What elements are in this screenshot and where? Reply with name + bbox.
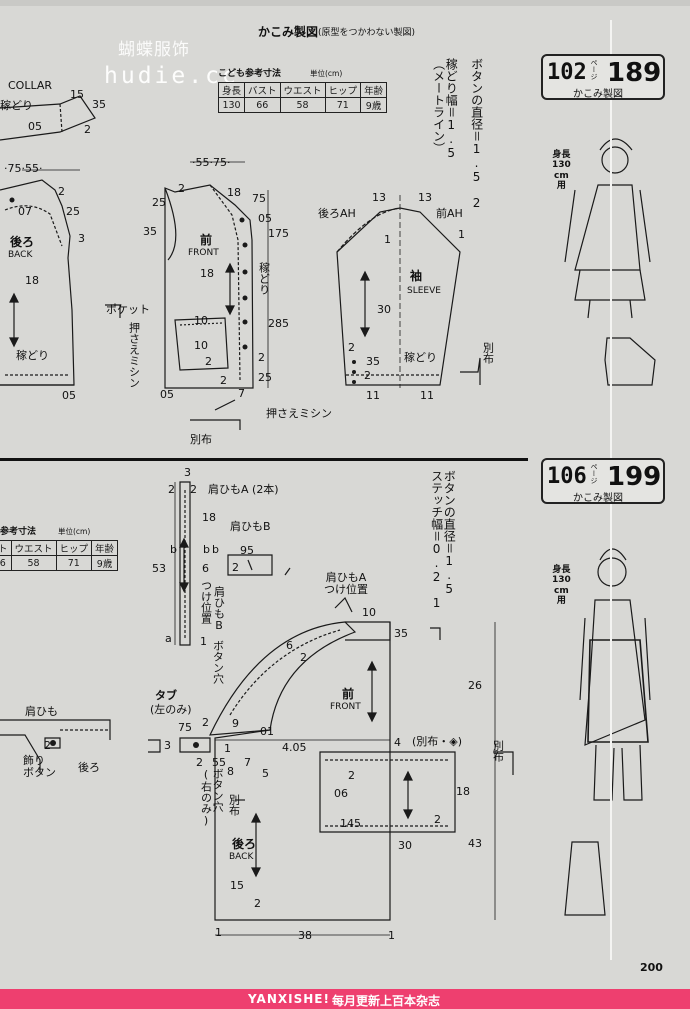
label-front-en: FRONT: [188, 248, 219, 258]
label-sleeve-en: SLEEVE: [407, 286, 441, 296]
header-title: かこみ製図: [258, 25, 319, 39]
section1-hem-note: 稼どり幅＝1.5 （メートライン）: [431, 58, 459, 160]
label-front-armhole: 前AH: [436, 207, 463, 220]
badge-caption: かこみ製図: [573, 89, 623, 100]
size-table-top-title: こども参考寸法: [218, 69, 282, 79]
size-value-hip: 71: [55, 555, 93, 571]
label-back-small: 後ろ: [78, 761, 100, 774]
label-topstitch: 押さえミシン: [127, 322, 141, 388]
label-strap-b-name: 肩ひもB: [212, 586, 226, 632]
size-header-hip: ヒップ: [55, 540, 93, 556]
watermark-chinese: 蝴蝶服饰: [118, 40, 190, 60]
footer-banner: YANXISHE! 每月更新上百本杂志: [0, 989, 690, 1009]
label-sleeve-hem: 稼どり: [404, 351, 437, 364]
footer-brand: YANXISHE!: [248, 992, 330, 1006]
label-front-en: FRONT: [330, 702, 361, 712]
section1-button-note: ボタンの直径＝1.5 2: [469, 58, 484, 210]
label-back-en: BACK: [229, 852, 254, 862]
label-button-hole: ボタン穴: [211, 640, 225, 684]
size-value-hip: 71: [324, 97, 362, 113]
label-sleeve-jp: 袖: [410, 269, 423, 283]
size-header-bust: ト: [0, 540, 12, 556]
label-back-hem: 稼どり: [16, 349, 49, 362]
badge-page-suffix: ページ: [590, 463, 598, 484]
size-header-waist: ウエスト: [279, 82, 326, 98]
badge-pattern-number: 199: [607, 462, 662, 492]
size-header-hip: ヒップ: [324, 82, 362, 98]
badge-page-suffix: ページ: [590, 59, 598, 80]
size-header-height: 身長: [217, 82, 246, 98]
size-header-age: 年齢: [91, 540, 119, 556]
size-table-bottom-unit: 単位(cm): [58, 527, 91, 536]
size-header-age: 年齢: [360, 82, 388, 98]
section1-model-height: 身長 130 cm 用: [552, 150, 571, 192]
label-topstitch-2: 押さえミシン: [266, 407, 332, 420]
badge-pattern-number: 189: [607, 58, 662, 88]
size-value-bust: 66: [244, 97, 281, 113]
footer-text: 每月更新上百本杂志: [332, 994, 441, 1008]
label-deco-button: 飾り ボタン: [23, 754, 56, 780]
label-strap-a: 肩ひもA (2本): [208, 483, 279, 496]
badge-page-number: 102: [547, 60, 587, 85]
size-table-bottom: ト ウエスト ヒップ 年齢 6 58 71 9歳: [0, 540, 119, 571]
size-header-waist: ウエスト: [10, 540, 57, 556]
pattern-badge-199: 106 ページ 199 かこみ製図: [541, 458, 665, 504]
label-shoulder-strap: 肩ひも: [25, 705, 58, 718]
label-front-jp: 前: [200, 233, 213, 247]
size-value-waist: 58: [10, 555, 57, 571]
size-value-waist: 58: [279, 97, 326, 113]
label-contrast-fabric: 別布: [227, 794, 241, 816]
badge-caption: かこみ製図: [573, 493, 623, 504]
watermark-site: hudie.cc: [104, 63, 239, 89]
label-back-en: BACK: [8, 250, 33, 260]
label-collar-hem: 稼どり: [0, 99, 33, 112]
label-strap-b: 肩ひもB: [230, 520, 271, 533]
label-tab-sub: (左のみ): [150, 703, 192, 716]
label-tab: タブ: [155, 689, 177, 702]
label-back-armhole: 後ろAH: [318, 207, 356, 220]
size-header-bust: バスト: [244, 82, 281, 98]
label-contrast-fabric: 別布: [190, 433, 212, 446]
label-contrast-fabric-diamond: (別布・◈): [412, 735, 463, 748]
label-contrast-fabric-sleeve: 別布: [481, 342, 495, 364]
label-button-hole-right: ボタン穴 (右のみ): [199, 768, 225, 827]
size-value-age: 9歳: [91, 555, 119, 571]
label-front-jp: 前: [342, 687, 355, 701]
label-strap-a-position: 肩ひもA つけ位置: [324, 571, 368, 597]
label-pocket: ポケット: [106, 303, 150, 316]
label-back-jp: 後ろ: [10, 235, 35, 249]
label-strap-b-position: つけ位置: [199, 580, 213, 624]
label-contrast-fabric-right: 別布: [491, 740, 505, 762]
size-value-height: 130: [217, 97, 246, 113]
pattern-badge-189: 102 ページ 189 かこみ製図: [541, 54, 665, 100]
size-table-top: 身長 バスト ウエスト ヒップ 年齢 130 66 58 71 9歳: [217, 82, 388, 113]
size-table-top-unit: 単位(cm): [310, 69, 343, 78]
header-subtitle: (原型をつかわない製図): [318, 28, 416, 38]
page-number: 200: [640, 961, 663, 974]
label-collar: COLLAR: [8, 79, 53, 92]
label-front-hem: 稼どり: [257, 262, 271, 295]
label-back-jp: 後ろ: [232, 837, 257, 851]
size-table-bottom-title: 参考寸法: [0, 527, 37, 537]
badge-page-number: 106: [547, 464, 587, 489]
size-value-age: 9歳: [360, 97, 388, 113]
section2-button-note: ボタンの直径＝1.5 ステッチ幅＝0.2 1: [429, 470, 457, 610]
size-value-bust: 6: [0, 555, 12, 571]
section2-model-height: 身長 130 cm 用: [552, 565, 571, 607]
